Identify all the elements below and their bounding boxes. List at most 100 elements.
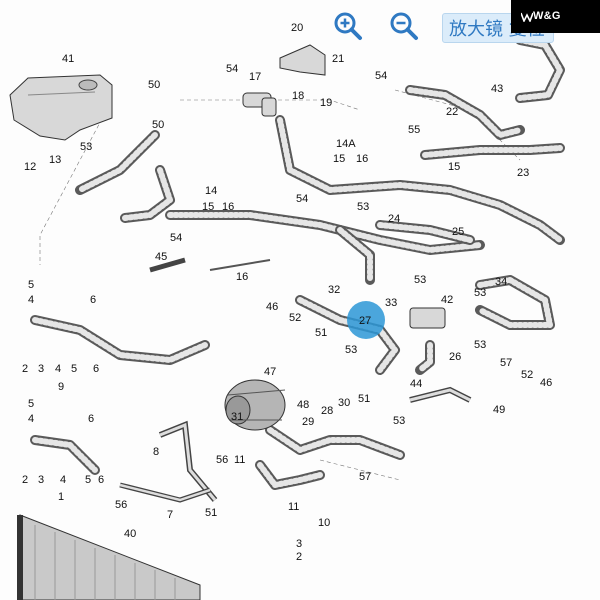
callout-label: 18 [292,90,304,102]
hoses [30,35,565,490]
callout-label: 53 [345,344,357,356]
coolant-pump [242,92,277,117]
callout-label: 4 [60,474,66,486]
bracket [279,44,326,76]
callout-label: 26 [449,351,461,363]
callout-label: 15 [202,201,214,213]
callout-label: 56 [115,499,127,511]
callout-label: 12 [24,161,36,173]
callout-label: 23 [517,167,529,179]
callout-label: 55 [408,124,420,136]
callout-label: 57 [500,357,512,369]
callout-label: 43 [491,83,503,95]
callout-label: 50 [148,79,160,91]
callout-label: 34 [495,276,507,288]
radiator [17,514,201,600]
rigid-pipes [119,257,472,503]
callout-label: 13 [49,154,61,166]
callout-label: 9 [58,381,64,393]
callout-label: 14A [336,138,356,150]
callout-label: 11 [234,454,245,466]
callout-label: 54 [296,193,308,205]
callout-label: 29 [302,416,314,428]
callout-label: 11 [288,501,299,513]
callout-label: 15 [333,153,345,165]
expansion-tank [9,74,113,141]
callout-label: 5 [85,474,91,486]
callout-label: 20 [291,22,303,34]
callout-label: 5 [28,279,34,291]
callout-label: 4 [55,363,61,375]
callout-label: 54 [226,63,238,75]
callout-label: 6 [90,294,96,306]
callout-label: 52 [521,369,533,381]
brand-badge: W&G [511,0,600,33]
callout-label: 33 [385,297,397,309]
callout-label: 56 [216,454,228,466]
callout-label: 30 [338,397,350,409]
callout-label: 3 [38,474,44,486]
callout-label: 40 [124,528,136,540]
alternator [224,379,286,431]
callout-label: 6 [88,413,94,425]
callout-label: 45 [155,251,167,263]
callout-label: 53 [474,287,486,299]
zoom-in-magnifier-icon [334,12,362,40]
callout-label: 51 [205,507,217,519]
callout-label: 53 [414,274,426,286]
callout-label: 5 [71,363,77,375]
callout-label: 27 [359,315,371,327]
callout-label: 51 [358,393,370,405]
brand-logo-icon [521,12,533,22]
brand-badge-text: W&G [533,10,561,22]
callout-label: 1 [58,491,64,503]
callout-label: 54 [170,232,182,244]
callout-label: 3 [296,538,302,550]
callout-label: 3 [38,363,44,375]
callout-label: 42 [441,294,453,306]
highlight-marker-27[interactable] [347,301,385,339]
callout-label: 2 [22,474,28,486]
callout-label: 24 [388,213,400,225]
group-outline [180,99,361,111]
callout-label: 32 [328,284,340,296]
callout-label: 25 [452,226,464,238]
callout-label: 44 [410,378,422,390]
callout-label: 16 [222,201,234,213]
callout-label: 16 [356,153,368,165]
oil-cooler [409,307,446,329]
callout-label: 52 [289,312,301,324]
callout-label: 4 [28,413,34,425]
callout-label: 2 [296,551,302,563]
callout-label: 5 [28,398,34,410]
callout-labels: 20 21 41 50 50 54 17 18 19 54 43 22 12 1… [22,22,552,563]
callout-label: 50 [152,119,164,131]
callout-label: 53 [357,201,369,213]
group-outline [39,99,113,265]
zoom-out-button[interactable] [388,10,420,42]
callout-label: 14 [205,185,217,197]
zoom-in-button[interactable] [332,10,364,42]
callout-label: 41 [62,53,74,65]
callout-label: 51 [315,327,327,339]
zoom-out-magnifier-icon [390,12,418,40]
callout-label: 46 [540,377,552,389]
callout-label: 47 [264,366,276,378]
callout-label: 15 [448,161,460,173]
callout-label: 48 [297,399,309,411]
callout-label: 2 [22,363,28,375]
callout-label: 53 [80,141,92,153]
callout-label: 22 [446,106,458,118]
callout-label: 21 [332,53,344,65]
callout-label: 53 [474,339,486,351]
callout-label: 57 [359,471,371,483]
callout-label: 16 [236,271,248,283]
callout-label: 46 [266,301,278,313]
callout-label: 31 [231,411,243,423]
callout-label: 28 [321,405,333,417]
callout-label: 6 [93,363,99,375]
callout-label: 17 [249,71,261,83]
callout-label: 54 [375,70,387,82]
